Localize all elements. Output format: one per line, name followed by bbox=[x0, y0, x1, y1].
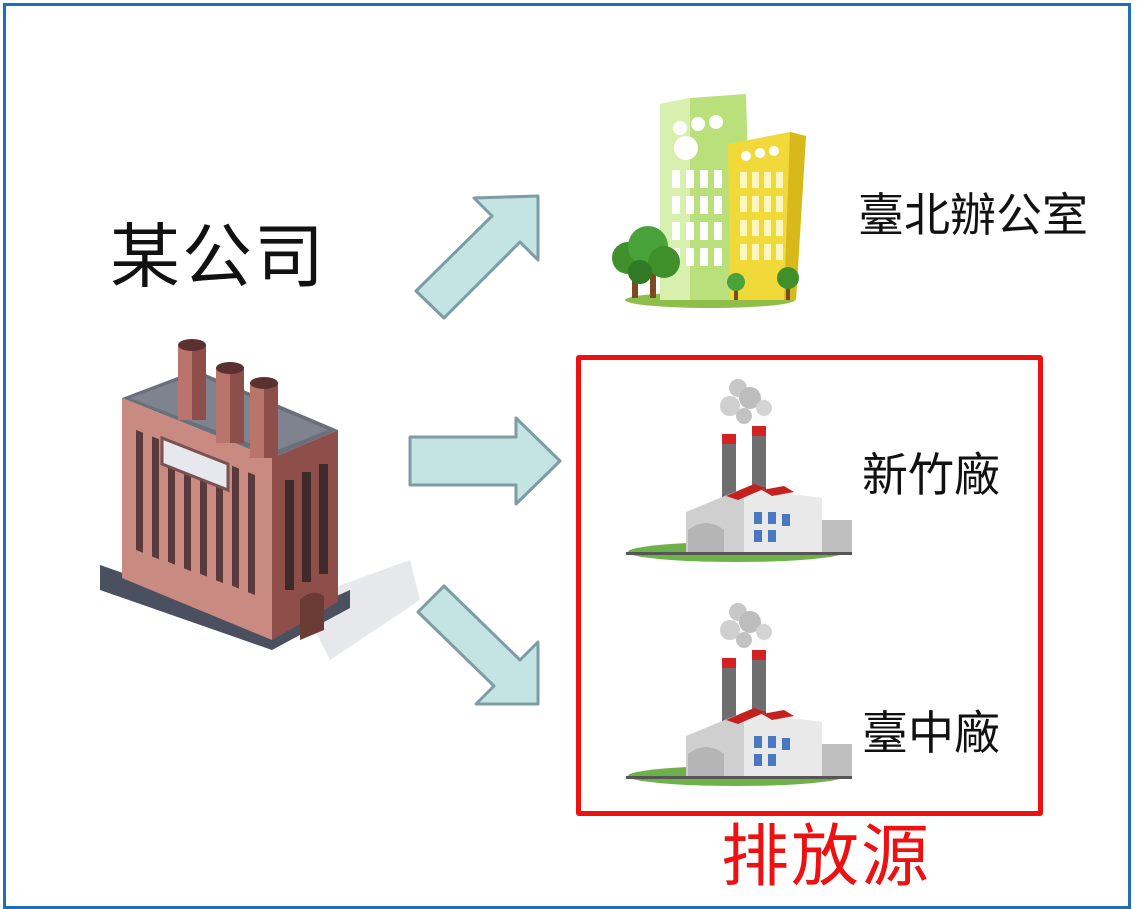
hsinchu-plant-icon bbox=[626, 379, 852, 562]
company-label: 某公司 bbox=[110, 216, 326, 298]
taichung-plant-label: 臺中廠 bbox=[862, 706, 1000, 760]
arrow-to-hsinchu bbox=[408, 416, 562, 506]
taichung-plant-icon bbox=[626, 603, 852, 786]
office-label: 臺北辦公室 bbox=[858, 188, 1088, 242]
emission-source-box bbox=[576, 355, 1043, 816]
emission-source-label: 排放源 bbox=[721, 818, 932, 897]
arrow-to-taichung bbox=[416, 584, 540, 706]
hsinchu-plant-label: 新竹廠 bbox=[862, 448, 1000, 502]
arrow-to-office bbox=[414, 194, 540, 320]
